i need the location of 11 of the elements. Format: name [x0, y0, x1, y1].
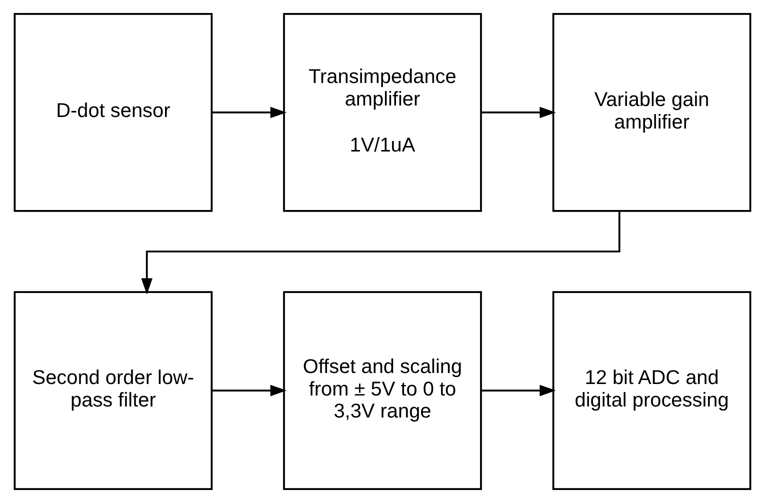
arrow [480, 106, 556, 118]
arrow [140, 210, 620, 294]
node-box: Transimpedance amplifier 1V/1uA [282, 12, 482, 212]
node-box: D-dot sensor [13, 12, 212, 212]
node-box: 12 bit ADC and digital processing [552, 290, 751, 490]
node-box: Variable gain amplifier [552, 12, 751, 212]
arrow [480, 384, 556, 396]
arrow [211, 384, 286, 396]
arrow [211, 106, 286, 118]
node-box: Second order low-pass filter [13, 290, 212, 490]
node-box: Offset and scaling from ± 5V to 0 to 3,3V range [282, 290, 482, 490]
